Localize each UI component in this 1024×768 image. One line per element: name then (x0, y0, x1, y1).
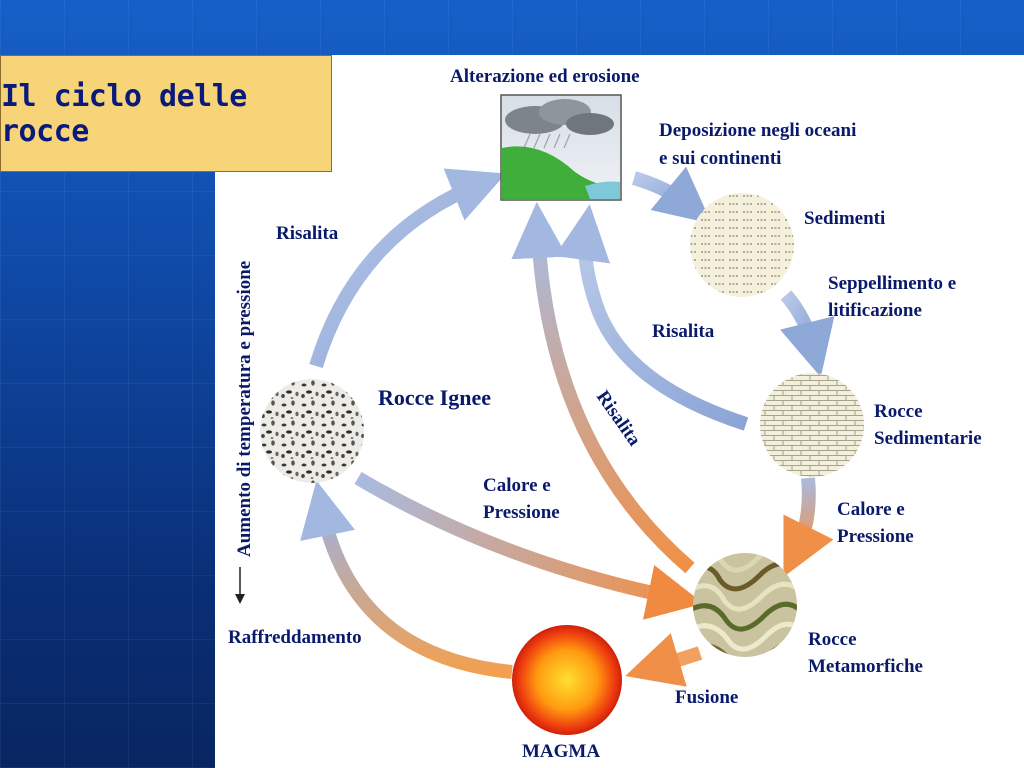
label-melting: Fusione (675, 687, 738, 708)
weathering-landscape-image (500, 94, 622, 201)
arrow-uplift-left (309, 168, 506, 369)
sedimentary-rock-image (760, 373, 864, 477)
label-magma: MAGMA (522, 741, 600, 762)
arrow-burial (780, 290, 835, 378)
arrow-igneous-to-meta (354, 471, 704, 620)
metamorphic-rock-image (693, 553, 797, 657)
label-heat-pressure-right: Calore e Pressione (837, 499, 914, 547)
side-axis-arrow-head-icon (235, 594, 245, 604)
label-uplift-middle: Risalita (652, 321, 715, 342)
label-sedimentary-rocks: Rocce Sedimentarie (874, 401, 982, 449)
arrow-melting (625, 633, 703, 687)
arrow-sed-uplift (554, 204, 749, 431)
label-sediments: Sedimenti (804, 208, 885, 229)
igneous-rock-image (260, 379, 364, 483)
label-deposition: Deposizione negli oceani e sui continent… (659, 120, 861, 169)
sediments-image (690, 193, 794, 297)
arrow-meta-uplift (511, 202, 695, 574)
label-heat-pressure-center: Calore e Pressione (483, 475, 560, 523)
label-uplift-diagonal: Risalita (592, 387, 645, 450)
arrow-sed-to-meta (783, 477, 834, 578)
slide-title: Il ciclo delle rocce (1, 78, 247, 149)
arrow-deposition (631, 166, 712, 224)
label-cooling: Raffreddamento (228, 627, 362, 648)
label-metamorphic-rocks: Rocce Metamorfiche (808, 629, 923, 677)
label-uplift-left: Risalita (276, 223, 339, 244)
title-box: Il ciclo delle rocce (0, 55, 332, 172)
label-weathering: Alterazione ed erosione (450, 66, 640, 87)
magma-image (512, 625, 622, 735)
label-side-axis: Aumento di temperatura e pressione (234, 261, 255, 557)
label-burial: Seppellimento e litificazione (828, 273, 961, 321)
arrow-cooling (300, 480, 513, 679)
label-igneous-rocks: Rocce Ignee (378, 385, 491, 410)
